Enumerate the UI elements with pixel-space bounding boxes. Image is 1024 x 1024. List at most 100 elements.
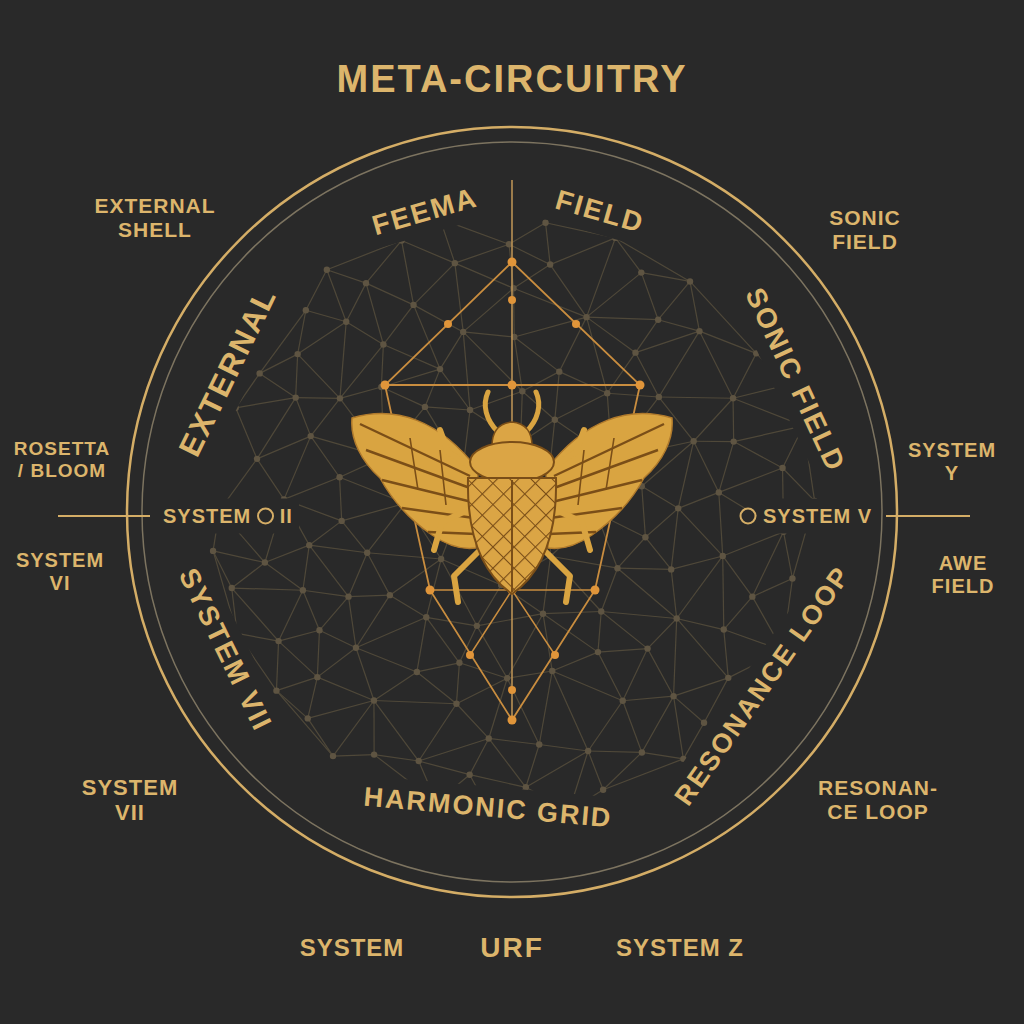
mesh-dot xyxy=(414,669,420,675)
mesh-line xyxy=(539,671,552,744)
mesh-line xyxy=(340,345,383,399)
mesh-line xyxy=(677,618,724,629)
ring-label: FEEMA xyxy=(369,182,482,243)
mesh-dot xyxy=(749,593,755,599)
outer-ring xyxy=(127,127,897,897)
mesh-line xyxy=(356,648,417,672)
mesh-dot xyxy=(600,787,606,793)
mesh-line xyxy=(356,617,426,647)
mesh-line xyxy=(440,369,470,410)
mesh-dot xyxy=(467,407,473,413)
mesh-dot xyxy=(415,758,421,764)
mesh-line xyxy=(232,588,303,590)
node-dot xyxy=(426,586,435,595)
mesh-line xyxy=(723,556,753,597)
scarab-leg xyxy=(434,508,472,550)
mesh-line xyxy=(694,398,733,441)
mesh-line xyxy=(543,556,551,613)
mesh-dot xyxy=(363,280,369,286)
mesh-line xyxy=(340,387,381,398)
mesh-line xyxy=(319,630,356,647)
mesh-line xyxy=(543,614,598,652)
mesh-dot xyxy=(614,565,620,571)
mesh-line xyxy=(333,701,374,757)
mesh-line xyxy=(306,270,327,311)
mesh-line xyxy=(674,696,684,759)
mesh-line xyxy=(659,331,700,397)
mesh-line xyxy=(327,241,402,270)
port-markers xyxy=(258,509,755,524)
node-dot xyxy=(636,381,645,390)
mesh-dot xyxy=(338,518,344,524)
node-dot xyxy=(381,381,390,390)
mesh-dot xyxy=(680,756,686,762)
mesh-line xyxy=(374,701,456,704)
mesh-dot xyxy=(353,645,359,651)
mesh-line xyxy=(601,611,676,618)
mesh-dot xyxy=(668,566,674,572)
mesh-dot xyxy=(504,675,510,681)
mesh-dot xyxy=(330,753,336,759)
mesh-line xyxy=(298,354,340,398)
mesh-line xyxy=(402,241,414,305)
mesh-line xyxy=(356,648,374,701)
mesh-dot xyxy=(262,559,268,565)
mesh-dot xyxy=(632,349,638,355)
node-dot xyxy=(508,716,517,725)
outer-label: AWE FIELD xyxy=(931,552,996,598)
mesh-dot xyxy=(398,237,404,243)
mesh-line xyxy=(417,663,460,672)
mesh-line xyxy=(265,545,309,562)
mesh-dot xyxy=(655,317,661,323)
scarab-wing xyxy=(546,414,672,549)
mesh-line xyxy=(550,265,586,318)
mesh-line xyxy=(477,585,501,626)
mesh-line xyxy=(425,407,470,410)
mesh-line xyxy=(601,611,647,648)
scarab-leg xyxy=(552,508,590,550)
mesh-dot xyxy=(547,261,553,267)
mesh-line xyxy=(463,332,514,337)
mesh-line xyxy=(260,354,298,373)
mesh-line xyxy=(276,641,278,691)
mesh-dot xyxy=(673,615,679,621)
mesh-line xyxy=(555,372,559,420)
mesh-dot xyxy=(486,735,492,741)
mesh-line xyxy=(279,630,320,641)
ring-label: EXTERNAL xyxy=(172,282,284,462)
mesh-line xyxy=(237,633,278,641)
mesh-line xyxy=(414,263,455,305)
mesh-dot xyxy=(314,674,320,680)
footer-label: URF xyxy=(480,932,544,964)
mesh-line xyxy=(213,551,265,563)
mesh-line xyxy=(232,588,279,641)
ring-label: RESONANCE LOOP xyxy=(669,561,858,812)
mesh-line xyxy=(470,775,526,788)
mesh-line xyxy=(317,677,374,700)
mesh-line xyxy=(374,701,419,762)
mesh-line xyxy=(279,590,303,641)
mesh-line xyxy=(674,696,704,723)
mesh-line xyxy=(319,597,348,631)
mesh-line xyxy=(257,436,311,459)
mesh-line xyxy=(265,563,303,591)
node-dot xyxy=(551,651,559,659)
mesh-line xyxy=(367,503,405,552)
mesh-dot xyxy=(303,307,309,313)
mesh-dot xyxy=(687,278,693,284)
mesh-line xyxy=(678,508,723,556)
mesh-line xyxy=(671,508,678,569)
mesh-line xyxy=(459,626,476,663)
scarab-wing xyxy=(546,414,672,549)
mesh-dot xyxy=(423,614,429,620)
mesh-dot xyxy=(306,542,312,548)
mesh-line xyxy=(588,701,623,751)
mesh-dot xyxy=(232,405,238,411)
mesh-line xyxy=(719,442,734,493)
node-dot xyxy=(572,320,580,328)
mesh-line xyxy=(678,492,719,508)
mesh-dot xyxy=(540,610,546,616)
mesh-dot xyxy=(552,417,558,423)
mesh-line xyxy=(308,701,374,719)
mesh-dot xyxy=(638,269,644,275)
